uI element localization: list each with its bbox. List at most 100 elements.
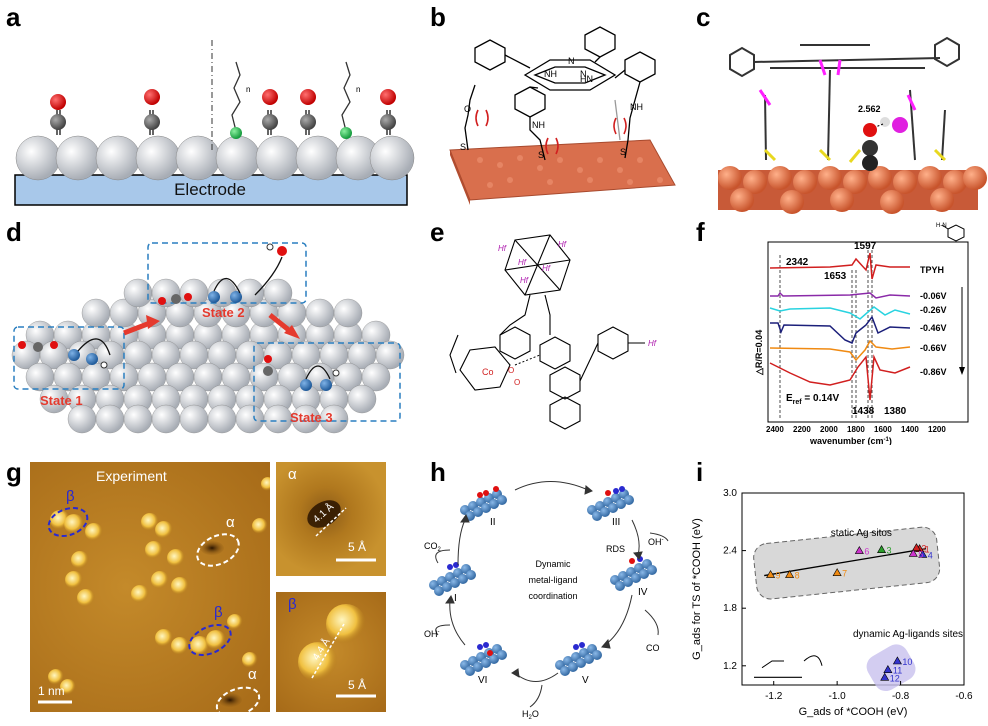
- state-1-label: State 1: [40, 393, 83, 408]
- state-3-label: State 3: [290, 410, 333, 425]
- data-point-label: 8: [795, 571, 800, 581]
- svg-text:2000: 2000: [820, 425, 838, 434]
- data-point-label: 7: [842, 569, 847, 579]
- svg-text:H-N: H-N: [936, 223, 947, 229]
- alpha-label-2: α: [248, 666, 257, 683]
- inset-alpha-symbol: α: [288, 466, 297, 483]
- x-axis-label: G_ads of *COOH (eV): [799, 706, 908, 718]
- tpyh-structure-icon: H-N: [936, 223, 965, 242]
- data-point: [911, 543, 921, 552]
- trace-label-086: -0.86V: [920, 367, 947, 377]
- hf-label-5: Hf: [520, 276, 529, 285]
- stm-inset-alpha: α 4.1 Å 5 Å: [276, 462, 386, 576]
- h2o-species-label: H2O: [522, 709, 539, 721]
- panel-i-label: i: [696, 457, 704, 487]
- hf-label-4: Hf: [542, 264, 551, 273]
- hbond-distance-label: 2.562: [858, 104, 881, 114]
- x-tick-label: -1.0: [829, 691, 847, 702]
- f-x-label: wavenumber (cm-1): [809, 436, 892, 445]
- panel-b-label: b: [430, 2, 446, 32]
- trace-label-tpyh: TPYH: [920, 265, 944, 275]
- trace-026: [769, 306, 911, 320]
- beta-label-1: β: [66, 488, 75, 505]
- svg-text:NH: NH: [544, 69, 557, 79]
- hf-label-3: Hf: [518, 258, 527, 267]
- x-tick-label: -0.8: [892, 691, 910, 702]
- eref-label: Eref = 0.14V: [786, 393, 839, 406]
- svg-text:N: N: [580, 69, 587, 79]
- panel-d-label: d: [6, 217, 22, 247]
- trace-046: [770, 315, 911, 344]
- svg-text:n: n: [356, 85, 360, 94]
- panel-f-label: f: [696, 217, 705, 247]
- experiment-label: Experiment: [96, 468, 167, 484]
- trace-label-046: -0.46V: [920, 323, 947, 333]
- dynamic-sites-region: [866, 644, 916, 692]
- svg-text:2400: 2400: [766, 425, 784, 434]
- y-tick-label: 3.0: [723, 488, 737, 499]
- cycle-center-line-1: Dynamic: [535, 559, 571, 569]
- schematic-adsorbate: [761, 655, 823, 669]
- scale-bar-1nm: 1 nm: [38, 684, 65, 698]
- data-point: [883, 665, 893, 673]
- data-point-label: 5: [918, 549, 923, 559]
- svg-text:HN: HN: [580, 74, 593, 84]
- data-point: [854, 545, 864, 554]
- inset-beta-scale: 5 Å: [348, 678, 367, 692]
- panel-f: f TPYH -0.06V -0.26V -0.46V -0.66V -0.86…: [680, 215, 988, 446]
- cycle-center-line-3: coordination: [528, 591, 577, 601]
- data-point: [880, 672, 890, 681]
- co2-species-label: CO2: [424, 541, 442, 553]
- hf-label-1: Hf: [498, 244, 507, 253]
- svg-text:O: O: [464, 104, 471, 114]
- data-point: [892, 656, 902, 665]
- panel-a: a: [0, 0, 420, 215]
- static-sites-annotation: static Ag sitos: [831, 528, 892, 539]
- data-point: [877, 545, 887, 553]
- trace-006: [770, 291, 911, 299]
- f-x-ticks: 2400 2200 2000 1800 1600 1400 1200: [766, 425, 946, 434]
- data-point-label: 10: [902, 657, 912, 667]
- dft-structure-illustration: [718, 36, 987, 214]
- state-iii: III: [612, 517, 620, 528]
- oh-species-label-1: OH-: [648, 537, 664, 547]
- state-v: V: [582, 675, 589, 686]
- hf-label-6: Hf: [648, 339, 657, 348]
- fit-line: [764, 548, 927, 577]
- cycle-center-line-2: metal-ligand: [528, 575, 577, 585]
- state-2-label: State 2: [202, 305, 245, 320]
- plot-frame: [741, 492, 965, 686]
- trace-label-006: -0.06V: [920, 291, 947, 301]
- trace-tpyh: [769, 252, 910, 280]
- data-point-label: 3: [887, 546, 892, 556]
- panel-d: d: [0, 215, 420, 445]
- oh-species-label-2: OH-: [424, 629, 440, 639]
- x-tick-label: -0.6: [955, 691, 973, 702]
- f-y-label: △R/R=0.04: [754, 330, 764, 376]
- data-point-label: 11: [893, 666, 902, 676]
- copper-surface: [449, 139, 676, 205]
- svg-text:1200: 1200: [928, 425, 946, 434]
- inset-beta-symbol: β: [288, 596, 297, 613]
- state-vi: VI: [478, 675, 487, 686]
- data-point: [785, 569, 795, 578]
- data-point-label: 1: [925, 545, 930, 555]
- data-point: [766, 569, 776, 578]
- state-surface-illustration: [11, 242, 405, 434]
- data-point-label: 2: [921, 544, 926, 554]
- y-axis-label: G_ads for TS of *COOH (eV): [691, 518, 703, 660]
- y-tick-label: 1.2: [723, 661, 737, 672]
- data-point-label: 12: [890, 673, 900, 683]
- co-center-label: Co: [482, 367, 494, 377]
- svg-text:1400: 1400: [901, 425, 919, 434]
- ir-spectra-chart: TPYH -0.06V -0.26V -0.46V -0.66V -0.86V …: [754, 223, 969, 446]
- peak-1380: 1380: [884, 406, 907, 417]
- peak-1438: 1438: [852, 406, 875, 417]
- hf-label-2: Hf: [558, 240, 567, 249]
- svg-text:S: S: [620, 147, 626, 157]
- svg-text:NH: NH: [532, 120, 545, 130]
